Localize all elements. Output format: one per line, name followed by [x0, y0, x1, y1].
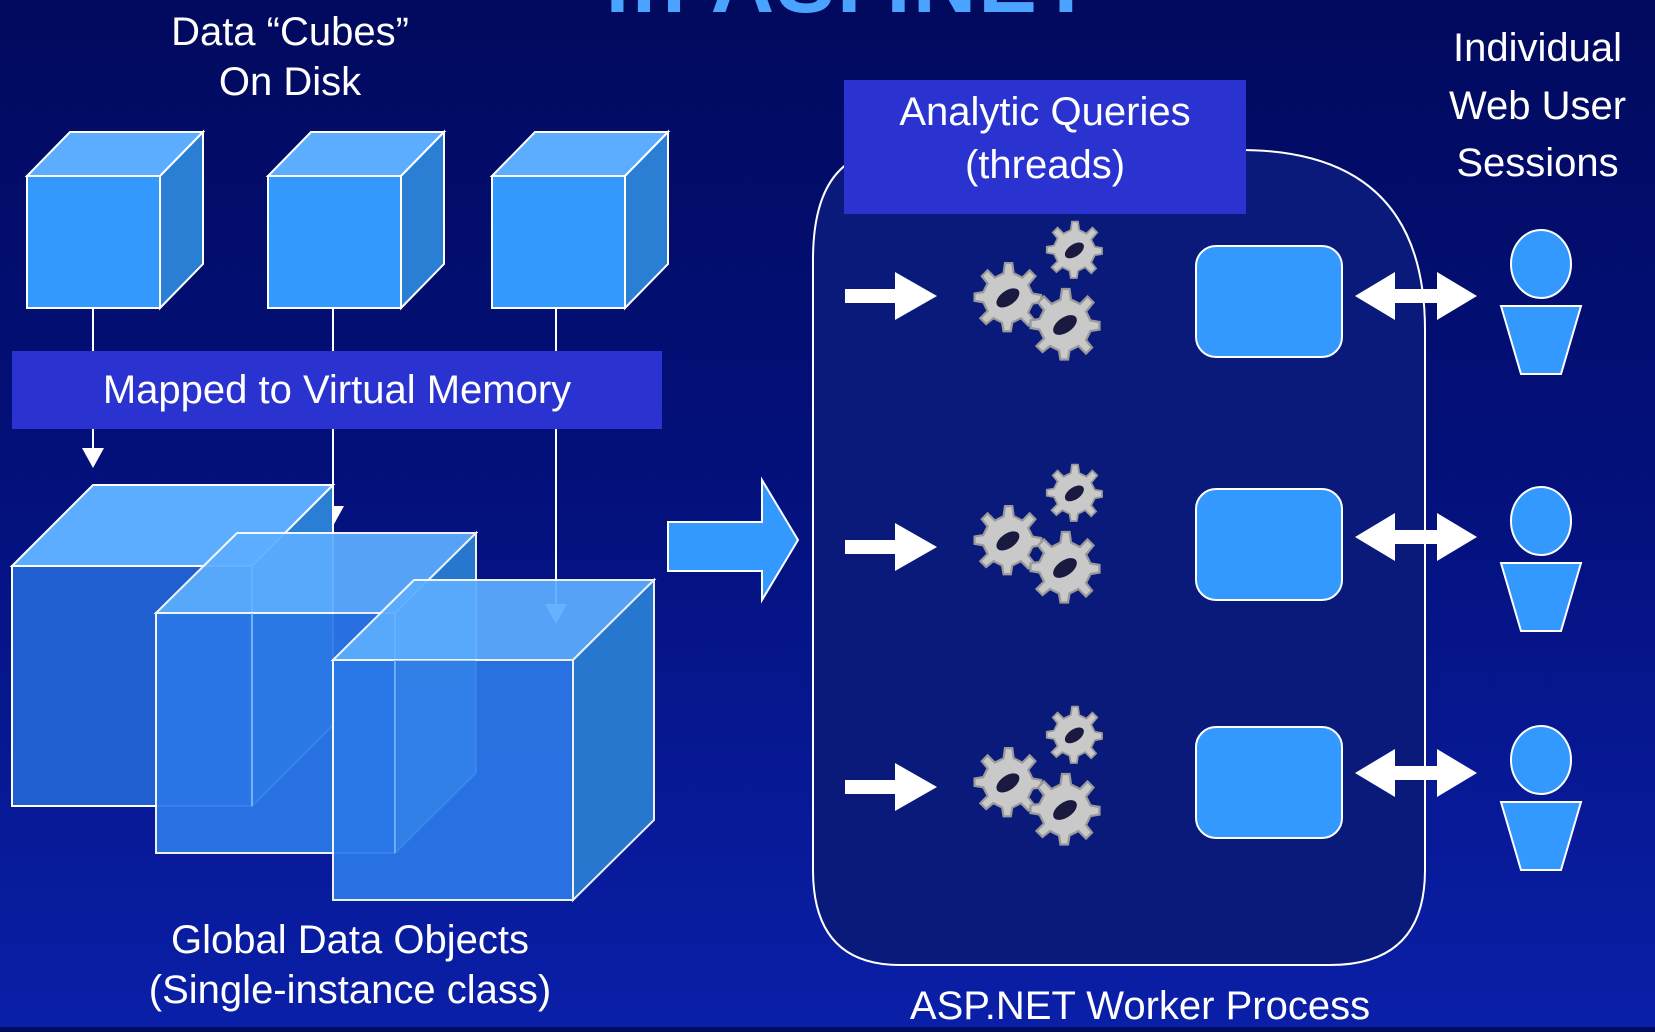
disk-cube-1 [24, 129, 206, 311]
session-box [1195, 488, 1343, 601]
worker-process-label: ASP.NET Worker Process [909, 984, 1371, 1028]
user-icon [1500, 725, 1582, 871]
user-icon [1500, 229, 1582, 375]
disk-cube-3 [489, 129, 671, 311]
memory-cube-3 [330, 577, 657, 903]
data-cubes-line-1: Data “Cubes” [171, 10, 409, 54]
session-box [1195, 726, 1343, 839]
disk-cube-2 [265, 129, 447, 311]
global-data-objects-label: Global Data Objects (Single-instance cla… [90, 916, 610, 1015]
global-data-objects-line-1: Global Data Objects [171, 918, 529, 962]
data-cubes-label: Data “Cubes” On Disk [120, 8, 460, 107]
individual-sessions-label: Individual Web User Sessions [1420, 20, 1655, 193]
analytic-queries-line-2: (threads) [964, 142, 1126, 187]
user-icon [1500, 486, 1582, 632]
global-data-objects-line-2: (Single-instance class) [148, 967, 552, 1012]
analytic-queries-line-1: Analytic Queries [899, 90, 1191, 134]
big-arrow-icon [667, 476, 800, 604]
individual-sessions-line-1: Individual [1452, 26, 1622, 70]
mapped-to-virtual-memory-label: Mapped to Virtual Memory [12, 351, 662, 429]
data-cubes-line-2: On Disk [218, 59, 362, 104]
session-box [1195, 245, 1343, 358]
individual-sessions-line-2: Web User [1448, 83, 1627, 128]
analytic-queries-label: Analytic Queries (threads) [844, 80, 1246, 214]
individual-sessions-line-3: Sessions [1456, 141, 1619, 186]
slide-title: in ASP.NET [500, 0, 1200, 26]
